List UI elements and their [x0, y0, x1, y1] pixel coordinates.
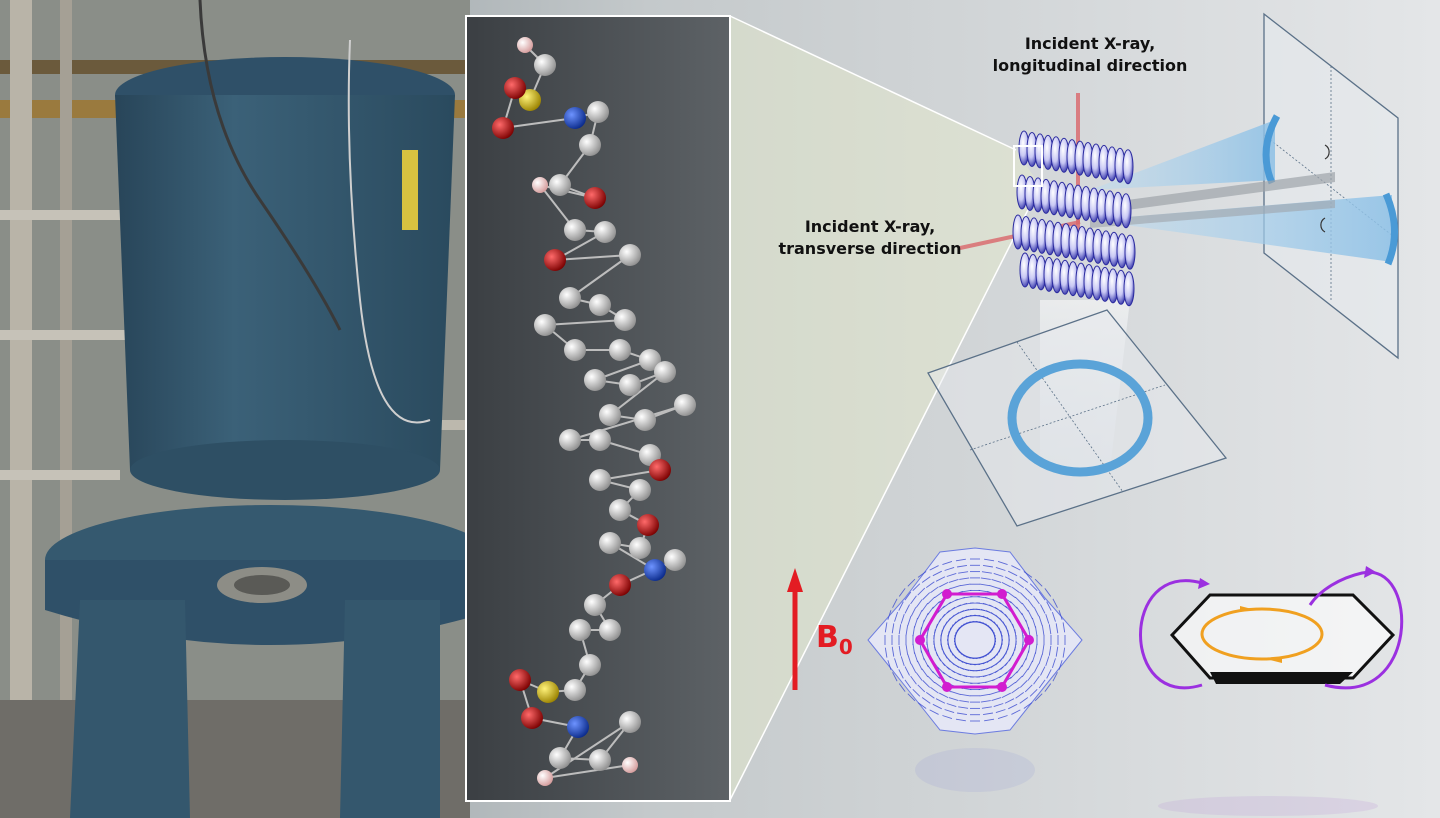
stacked-disks — [1012, 130, 1136, 307]
induced-loop-right — [1308, 570, 1404, 690]
magnet-photo — [0, 0, 495, 818]
diffraction-ring — [1007, 359, 1153, 477]
molecule-panel — [465, 15, 731, 802]
hexagon-ring-current — [1139, 566, 1404, 816]
scatter-cone-upper — [1090, 120, 1275, 190]
detector-plane-horizontal — [927, 309, 1228, 527]
label-longitudinal: Incident X-ray, longitudinal direction — [990, 33, 1190, 77]
downward-fan — [1040, 300, 1130, 470]
scatter-cone-lower — [1090, 195, 1392, 262]
field-label: B0 — [816, 620, 853, 659]
selection-box — [1013, 145, 1043, 187]
field-subscript: 0 — [838, 635, 853, 659]
label-transverse: Incident X-ray, transverse direction — [772, 216, 968, 260]
induced-loop-left — [1139, 579, 1203, 690]
label-longitudinal-line2: longitudinal direction — [992, 56, 1188, 75]
molecule-model — [492, 37, 696, 786]
current-density-plot — [867, 547, 1083, 792]
label-longitudinal-line1: Incident X-ray, — [1024, 34, 1156, 53]
scattering-diagram — [927, 12, 1399, 527]
label-transverse-line1: Incident X-ray, — [804, 217, 936, 236]
ring-current-orange — [1200, 607, 1324, 661]
field-arrow — [787, 568, 803, 690]
direct-beam — [1090, 172, 1335, 215]
label-transverse-line2: transverse direction — [778, 239, 962, 258]
zoom-fan — [730, 16, 1040, 800]
field-symbol: B — [816, 620, 839, 655]
